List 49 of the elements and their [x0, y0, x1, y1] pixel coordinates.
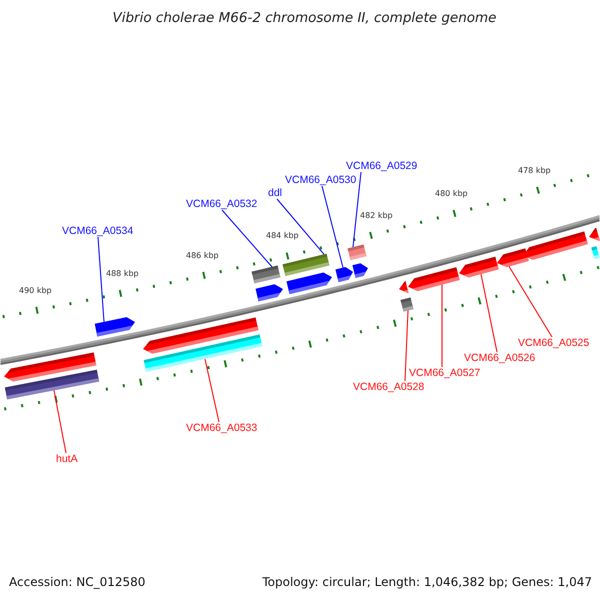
gene-bar	[348, 244, 366, 260]
gene-bar	[591, 246, 600, 260]
gene-label: VCM66_A0527	[409, 367, 480, 379]
gene-label: VCM66_A0530	[285, 174, 356, 186]
gene-bar	[252, 266, 280, 284]
leader-line	[322, 186, 344, 268]
scale-label: 484 kbp	[266, 231, 299, 241]
scale-label: 480 kbp	[435, 189, 468, 199]
scale-label: 490 kbp	[19, 286, 52, 296]
gene-bar	[4, 370, 100, 400]
gene-bar	[282, 254, 330, 276]
leader-line	[54, 390, 66, 454]
gene-block	[523, 232, 588, 260]
scale-label: 482 kbp	[360, 211, 393, 221]
gene-block	[335, 267, 353, 282]
leader-line	[480, 274, 498, 352]
gene-label: VCM66_A0532	[186, 198, 258, 210]
gene-block	[94, 317, 135, 336]
gene-block	[399, 280, 409, 294]
gene-label: VCM66_A0526	[464, 352, 536, 364]
gene-label: VCM66_A0533	[186, 422, 258, 434]
gene-block	[352, 263, 368, 278]
gene-bar	[400, 297, 414, 312]
leader-line	[404, 310, 408, 382]
leader-line	[98, 236, 104, 322]
gene-block	[286, 272, 332, 294]
leader-line	[222, 210, 272, 268]
accession-text: Accession: NC_012580	[9, 575, 146, 589]
leader-line	[508, 266, 552, 338]
gene-label: VCM66_A0528	[353, 381, 424, 393]
gene-block	[589, 228, 600, 241]
scale-label: 488 kbp	[106, 269, 139, 279]
gene-label: VCM66_A0534	[62, 225, 134, 237]
leader-line	[276, 198, 324, 255]
gene-label: VCM66_A0529	[346, 160, 418, 172]
scale-label: 478 kbp	[518, 166, 551, 176]
gene-label: hutA	[56, 453, 78, 465]
gene-block	[256, 284, 283, 302]
gene-label: VCM66_A0525	[518, 337, 590, 349]
genome-info-text: Topology: circular; Length: 1,046,382 bp; Genes: 1,047	[262, 575, 592, 589]
gene-label: ddl	[268, 187, 282, 199]
gene-block	[497, 248, 529, 268]
gene-block	[408, 267, 460, 291]
gene-block	[459, 256, 499, 278]
title: Vibrio cholerae M66-2 chromosome II, complete genome	[112, 10, 498, 26]
leader-line	[204, 358, 220, 422]
leader-line	[352, 172, 362, 248]
gene-bar	[144, 334, 262, 372]
scale-label: 486 kbp	[186, 251, 219, 261]
